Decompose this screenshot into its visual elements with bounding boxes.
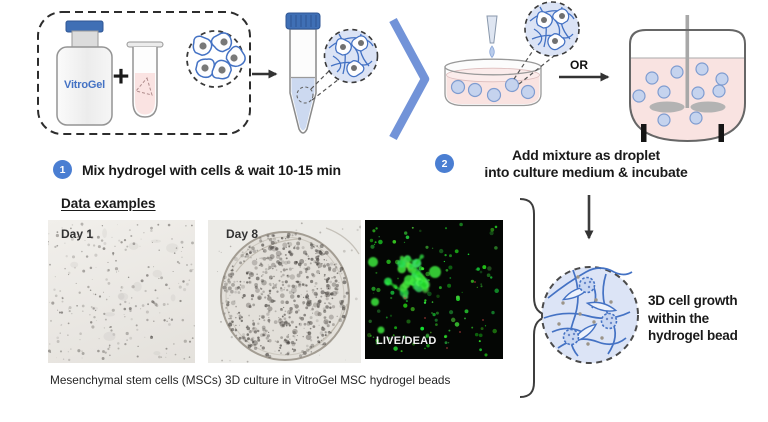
mixing-tube <box>126 41 164 118</box>
figure-caption: Mesenchymal stem cells (MSCs) 3D culture… <box>50 373 451 387</box>
day1-label: Day 1 <box>61 227 94 241</box>
chevron-separator <box>389 17 430 141</box>
day1-micrograph-art <box>48 222 195 362</box>
plus-sign: + <box>112 61 130 93</box>
result-line3: hydrogel bead <box>648 328 738 343</box>
or-label: OR <box>570 58 588 72</box>
droplet-magnifier <box>524 1 580 57</box>
micrograph-day8: Day 8 <box>208 220 361 363</box>
hydrogel-bead <box>541 266 639 364</box>
vitrogel-vial <box>56 20 113 126</box>
vial-label: VitroGel <box>64 79 105 91</box>
petri-dish <box>444 48 555 107</box>
result-label: 3D cell growth within the hydrogel bead <box>648 292 738 345</box>
round-cells <box>562 276 618 346</box>
spinner-flask <box>629 15 746 143</box>
matrix-dots <box>557 275 613 346</box>
micrograph-livedead: LIVE/DEAD <box>365 220 503 359</box>
pipette <box>486 15 498 59</box>
step1-label: Mix hydrogel with cells & wait 10-15 min <box>82 162 341 178</box>
step1-badge: 1 <box>53 160 72 179</box>
result-line2: within the <box>648 310 709 326</box>
micrograph-day1: Day 1 <box>48 220 195 363</box>
mixing-box <box>37 11 251 135</box>
step2-label: Add mixture as droplet into culture medi… <box>455 147 717 181</box>
data-examples-heading: Data examples <box>61 196 156 211</box>
step2-badge: 2 <box>435 154 454 173</box>
result-line1: 3D cell growth <box>648 293 738 308</box>
step2-line2: into culture medium & incubate <box>484 164 688 180</box>
step2-line1: Add mixture as droplet <box>511 147 661 163</box>
cell-suspension-magnifier <box>186 28 250 88</box>
day8-label: Day 8 <box>226 227 259 241</box>
conical-tube <box>285 12 340 134</box>
livedead-label: LIVE/DEAD <box>376 335 437 347</box>
livedead-micrograph-art <box>365 220 503 359</box>
hydrogel-cells-magnifier <box>323 28 379 84</box>
day8-micrograph-art <box>216 222 361 363</box>
